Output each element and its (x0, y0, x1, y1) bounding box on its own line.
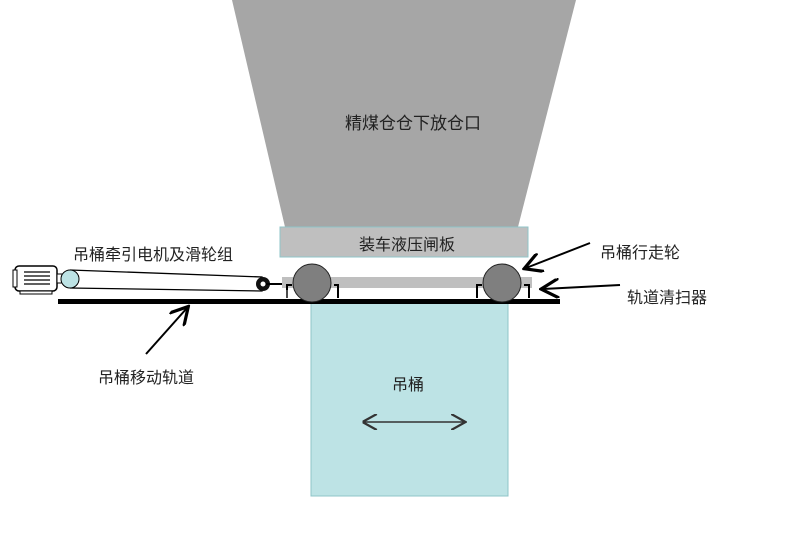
wheel-right (482, 263, 522, 303)
carriage-bar (282, 277, 532, 288)
travel-wheel-label: 吊桶行走轮 (600, 243, 681, 262)
hopper-shape (232, 0, 576, 227)
arrow-track-cleaner (543, 285, 621, 289)
track-cleaner-label: 轨道清扫器 (627, 288, 708, 307)
bucket-label: 吊桶 (392, 375, 425, 394)
wheel-left (292, 263, 332, 303)
gate-plate-label: 装车液压闸板 (359, 235, 456, 254)
arrow-travel-wheel (526, 242, 591, 268)
motor-icon (12, 265, 64, 295)
hopper-label: 精煤仓仓下放仓口 (345, 114, 481, 134)
bucket-shape (310, 301, 509, 497)
gate-plate-shape (279, 226, 529, 258)
track-label: 吊桶移动轨道 (98, 368, 195, 387)
pulley-belt (60, 269, 282, 292)
arrow-track (145, 308, 187, 355)
motor-pulley-label: 吊桶牵引电机及滑轮组 (73, 245, 234, 264)
